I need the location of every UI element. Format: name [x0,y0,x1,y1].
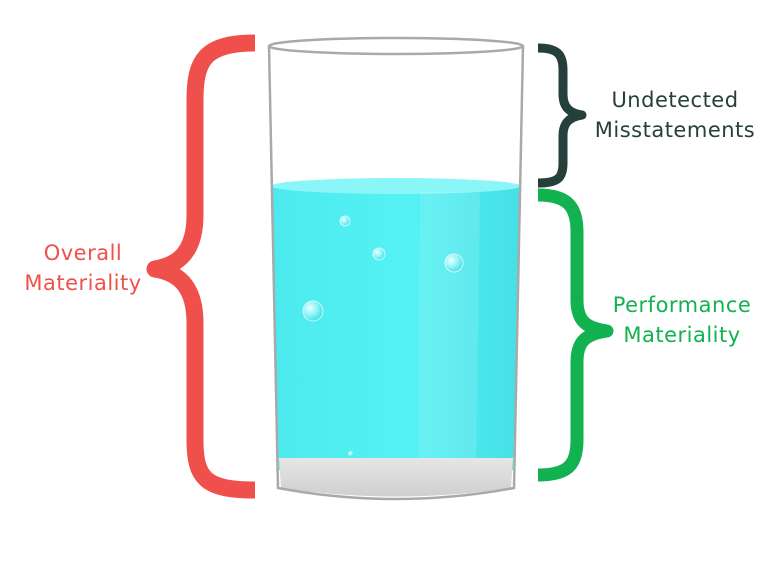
performance-label-line-2: Materiality [623,323,741,347]
overall-materiality-brace [146,34,256,499]
performance-materiality-label: Performance Materiality [607,290,757,350]
overall-materiality-label: Overall Materiality [8,238,158,298]
undetected-misstatements-label: Undetected Misstatements [590,85,760,145]
water-surface [271,178,521,194]
overall-label-line-1: Overall [43,241,123,265]
bubble [444,253,464,273]
glass-rim [267,36,525,56]
undetected-misstatements-brace [537,43,587,188]
bubble [372,247,386,261]
performance-materiality-brace [537,188,614,482]
performance-label-line-1: Performance [612,293,752,317]
bubble [302,300,324,322]
water [271,185,521,470]
undetected-label-line-1: Undetected [611,88,739,112]
glass-outline [267,45,525,501]
undetected-label-line-2: Misstatements [594,118,756,142]
glass-reflection [418,192,480,470]
bubble [348,451,354,457]
bubble [339,215,351,227]
overall-label-line-2: Materiality [24,271,142,295]
glass-base [279,458,513,497]
